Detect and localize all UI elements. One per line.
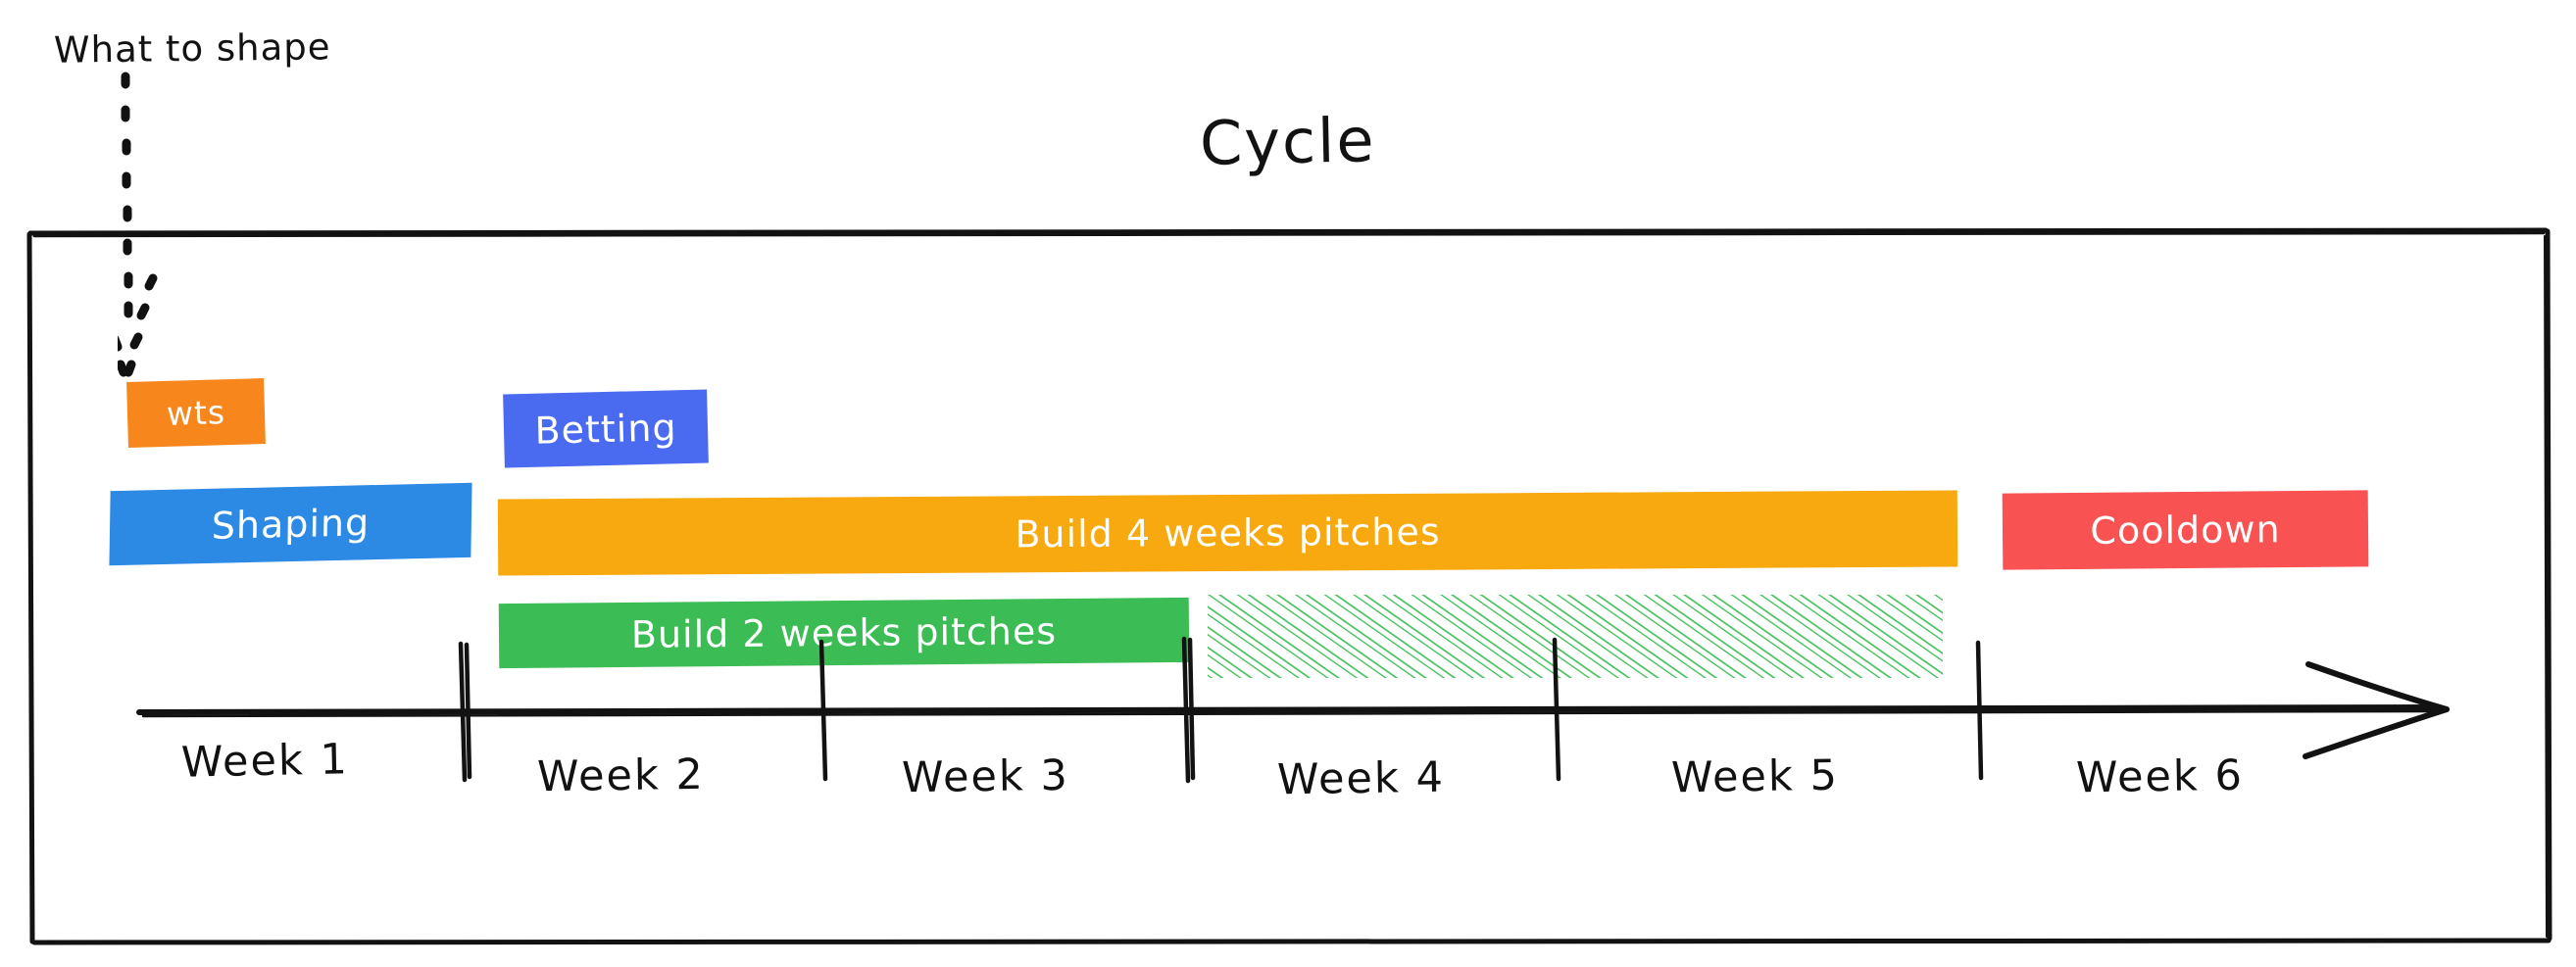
week-label-3: Week 3 bbox=[901, 750, 1070, 803]
hatched-region bbox=[1208, 595, 1943, 678]
timeline-axis bbox=[136, 636, 2450, 784]
bar-wts: wts bbox=[126, 378, 266, 448]
week-label-4: Week 4 bbox=[1276, 752, 1446, 805]
bar-wts-label: wts bbox=[166, 393, 226, 433]
week-label-5: Week 5 bbox=[1670, 750, 1840, 803]
bar-build-4-weeks: Build 4 weeks pitches bbox=[497, 490, 1958, 576]
page-title: Cycle bbox=[0, 104, 2576, 179]
bar-betting-label: Betting bbox=[533, 405, 678, 453]
dotted-arrow-icon bbox=[118, 72, 158, 377]
bar-cooldown-label: Cooldown bbox=[2090, 508, 2281, 553]
bar-cooldown: Cooldown bbox=[2002, 490, 2369, 570]
week-label-6: Week 6 bbox=[2075, 750, 2245, 803]
page-title-text: Cycle bbox=[1199, 104, 1377, 179]
week-label-1: Week 1 bbox=[180, 735, 350, 788]
week-label-2: Week 2 bbox=[536, 749, 706, 802]
bar-betting: Betting bbox=[503, 389, 709, 468]
bar-shaping-label: Shaping bbox=[211, 501, 371, 548]
bar-shaping: Shaping bbox=[109, 482, 472, 566]
bar-build-4-weeks-label: Build 4 weeks pitches bbox=[1015, 509, 1441, 556]
